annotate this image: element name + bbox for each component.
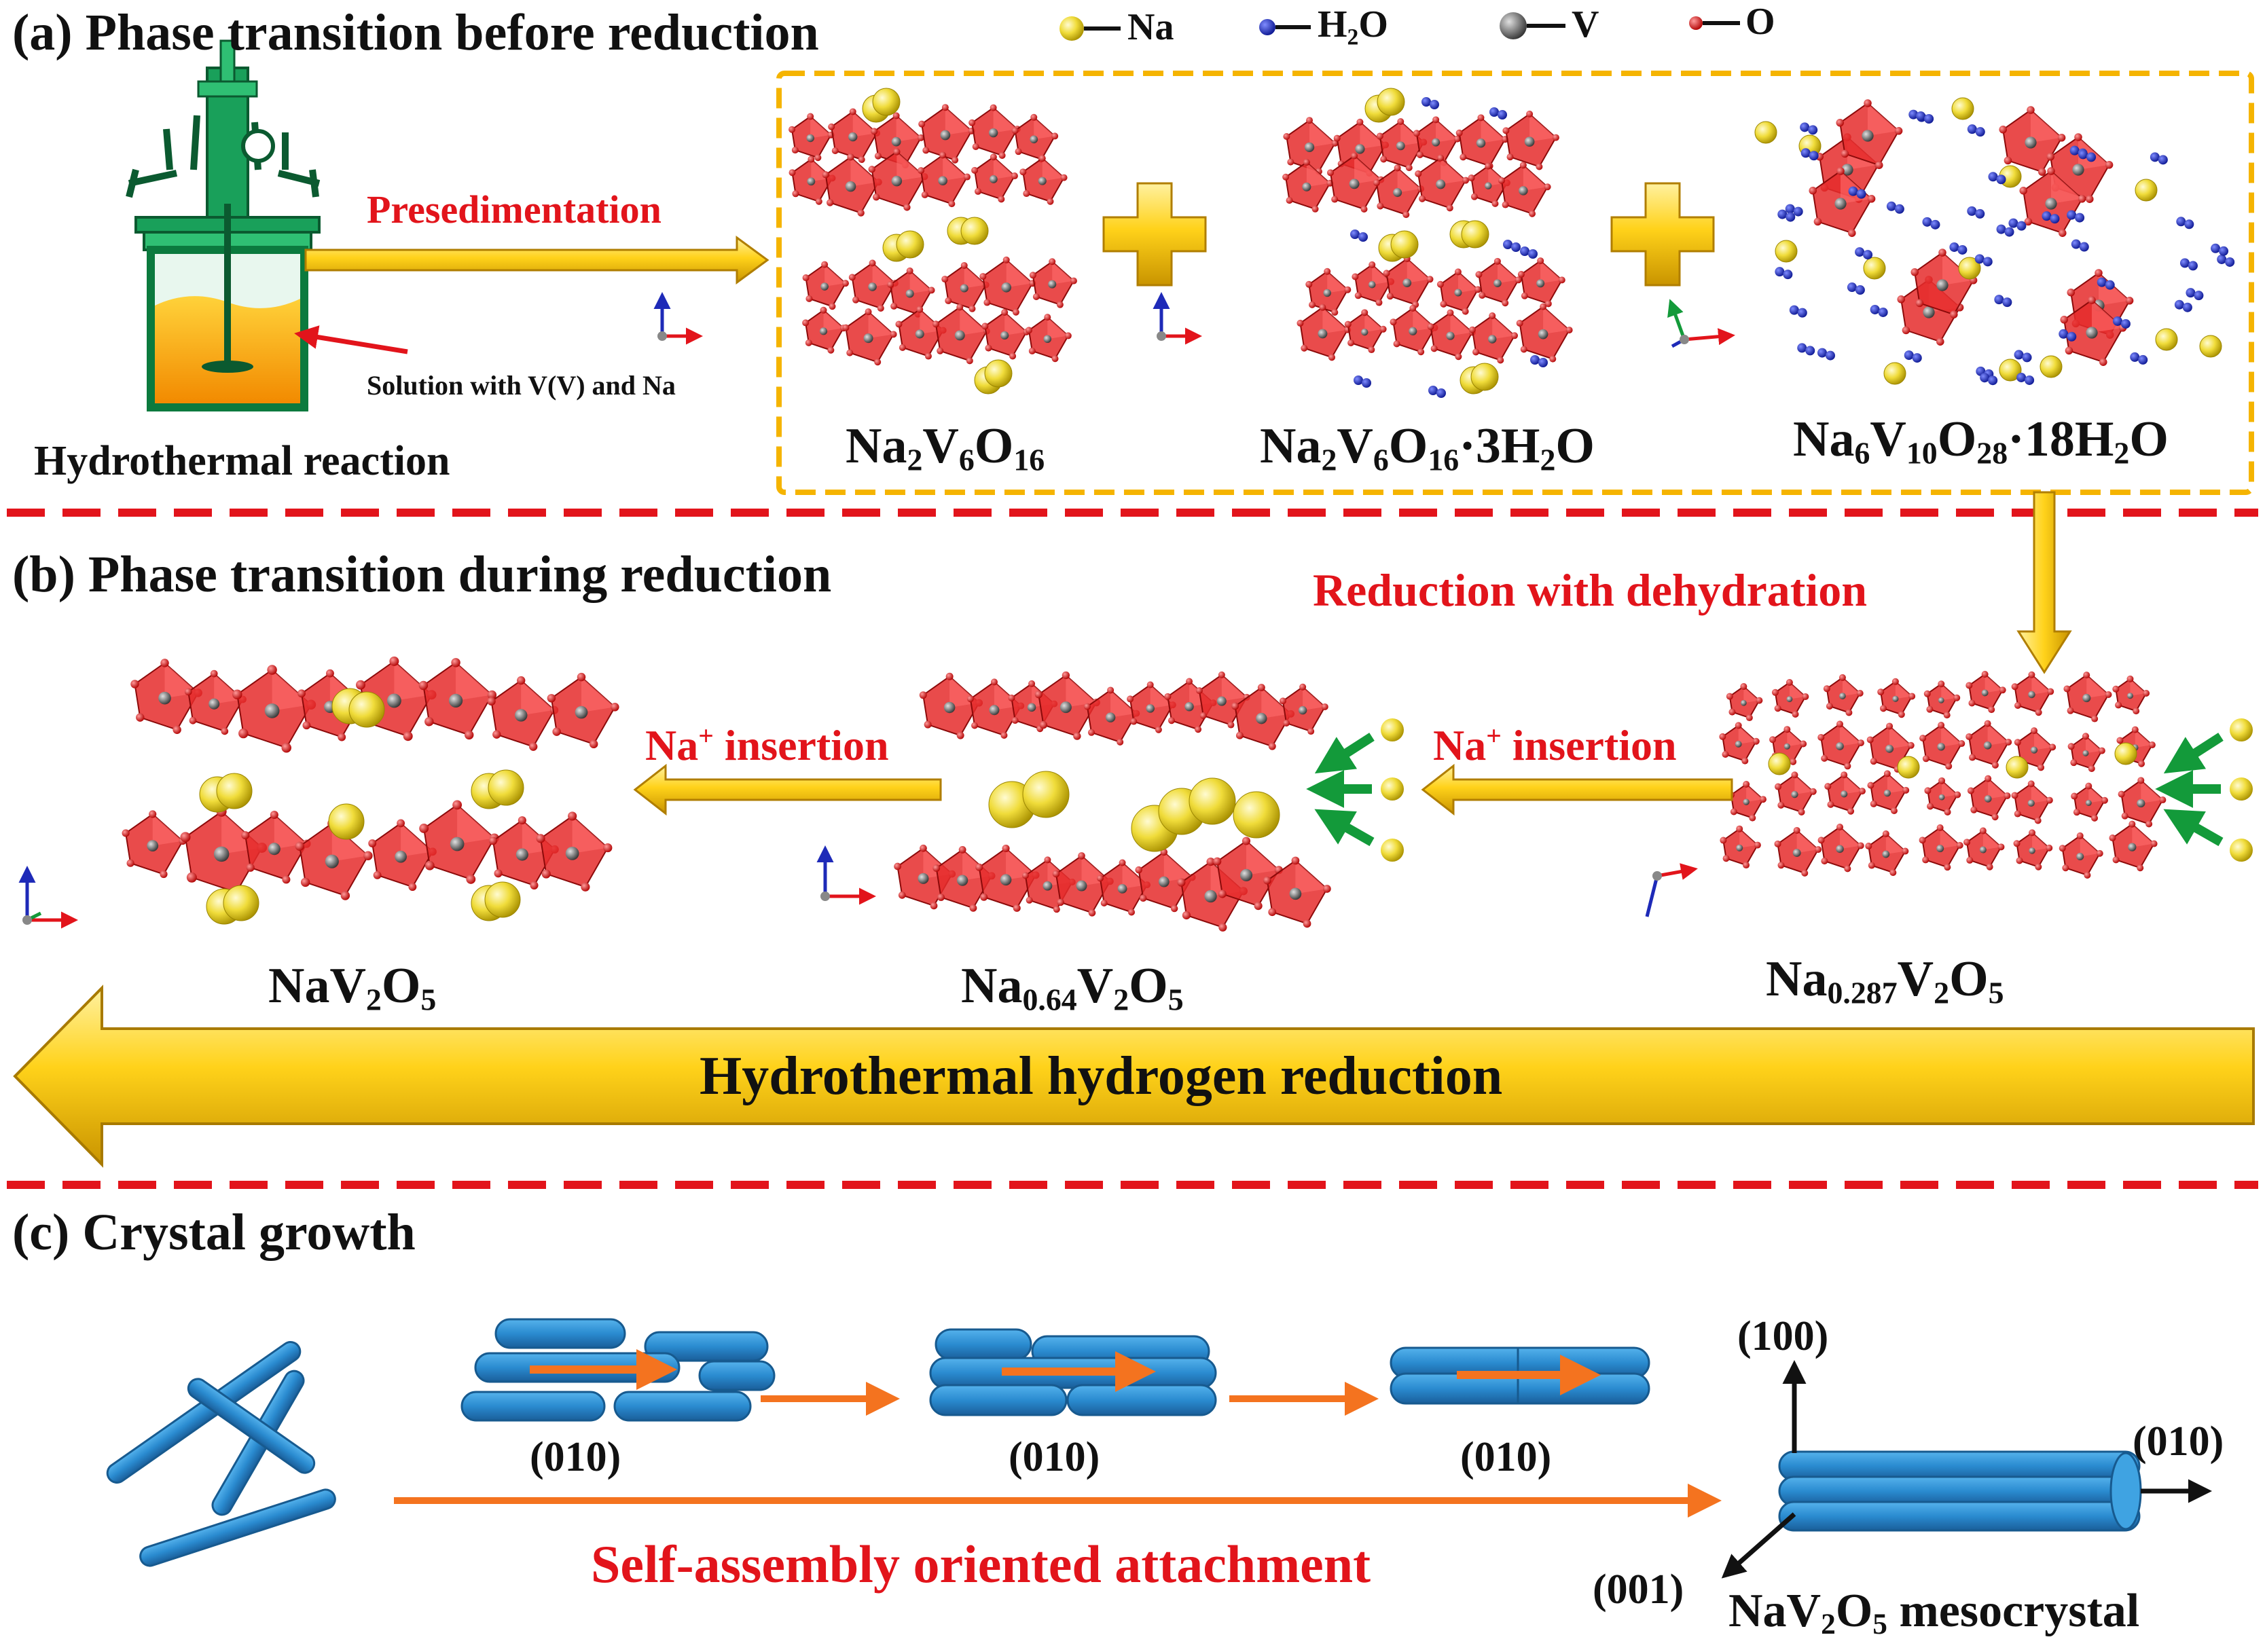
- hydrothermal-reaction-label: Hydrothermal reaction: [34, 438, 450, 484]
- legend-h2o-label: H₂O: [1318, 3, 1388, 45]
- presedimentation-label: Presedimentation: [367, 187, 662, 232]
- legend-o-label: O: [1745, 1, 1775, 43]
- nanorod-bundle-3: [1390, 1346, 1650, 1405]
- phase-na0287v2o5-label: Na0.287V2O5: [1766, 951, 2004, 1010]
- na-insertion-arrow-right: [1421, 763, 1733, 816]
- hydrothermal-reduction-big-arrow: [13, 985, 2255, 1168]
- self-assembly-label: Self-assembly oriented attachment: [591, 1535, 1371, 1594]
- phase-nav2o5-label: NaV2O5: [268, 958, 437, 1017]
- solution-pointer-arrow: [294, 325, 408, 354]
- facet-label-1: (010): [530, 1434, 621, 1480]
- nanorod-bundle-2: [929, 1328, 1217, 1416]
- legend-symbols: [1059, 12, 1740, 41]
- hydrothermal-hydrogen-reduction-label: Hydrothermal hydrogen reduction: [700, 1046, 1503, 1106]
- na-ion-influx-icon: [1306, 718, 1404, 862]
- na-insertion-arrow-left: [633, 763, 942, 816]
- axis-triad-icon: [653, 292, 703, 345]
- axis-triad-icon: [18, 866, 78, 929]
- plus-icon-2: [1610, 182, 1715, 287]
- legend-v-icon: [1500, 12, 1527, 39]
- crystal-structure-na2v6o16-3h2o: [1282, 88, 1573, 398]
- phase-na6v10o28-18h2o-label: Na6V10O28·18H2O: [1793, 411, 2169, 471]
- na-insertion-left-label: Na+ insertion: [645, 720, 889, 769]
- axis-triad-icon: [1645, 863, 1698, 917]
- crystal-structure-na064v2o5: [894, 671, 1331, 932]
- axis-triad-icon: [1667, 299, 1735, 348]
- legend-na-label: Na: [1127, 6, 1174, 48]
- na-ion-influx-icon: [2155, 718, 2253, 862]
- legend-na-icon: [1059, 16, 1084, 41]
- section-a-title: (a) Phase transition before reduction: [12, 4, 819, 61]
- crystal-structure-nav2o5: [122, 656, 619, 925]
- mesocrystal-icon: [1721, 1360, 2212, 1579]
- na-insertion-right-label: Na+ insertion: [1433, 720, 1677, 769]
- crystal-structure-na0287v2o5: [1719, 670, 2167, 879]
- axis-triad-icon: [1153, 292, 1202, 345]
- facet-label-2: (010): [1009, 1434, 1100, 1480]
- random-nanorods-icon: [106, 1341, 336, 1567]
- crystal-structure-na2v6o16: [789, 88, 1077, 394]
- reduction-with-dehydration-label: Reduction with dehydration: [1313, 564, 1868, 616]
- phase-na2v6o16-label: Na2V6O16: [846, 418, 1045, 477]
- phase-na2v6o16-3h2o-label: Na2V6O16·3H2O: [1260, 418, 1595, 477]
- axis-010-label: (010): [2133, 1418, 2224, 1465]
- legend-v-label: V: [1572, 3, 1599, 45]
- crystal-structure-na6v10o28-18h2o: [1754, 97, 2235, 386]
- facet-label-3: (010): [1460, 1434, 1552, 1480]
- phases-box: [776, 71, 2254, 495]
- presedimentation-arrow: [304, 236, 769, 284]
- solution-label: Solution with V(V) and Na: [367, 370, 676, 401]
- plus-icon-1: [1102, 182, 1207, 287]
- legend-o-icon: [1689, 16, 1703, 30]
- mesocrystal-label: NaV2O5 mesocrystal: [1728, 1585, 2140, 1640]
- section-c-title: (c) Crystal growth: [12, 1204, 416, 1261]
- axis-001-label: (001): [1593, 1566, 1684, 1613]
- autoclave-reactor-icon: [126, 39, 321, 411]
- axis-100-label: (100): [1737, 1313, 1829, 1359]
- phase-na064v2o5-label: Na0.64V2O5: [961, 958, 1184, 1017]
- axis-triad-icon: [816, 845, 876, 905]
- reduction-arrow: [2016, 491, 2072, 674]
- section-b-title: (b) Phase transition during reduction: [12, 546, 832, 603]
- nanorod-bundle-1: [460, 1318, 776, 1422]
- legend-h2o-icon: [1259, 19, 1275, 35]
